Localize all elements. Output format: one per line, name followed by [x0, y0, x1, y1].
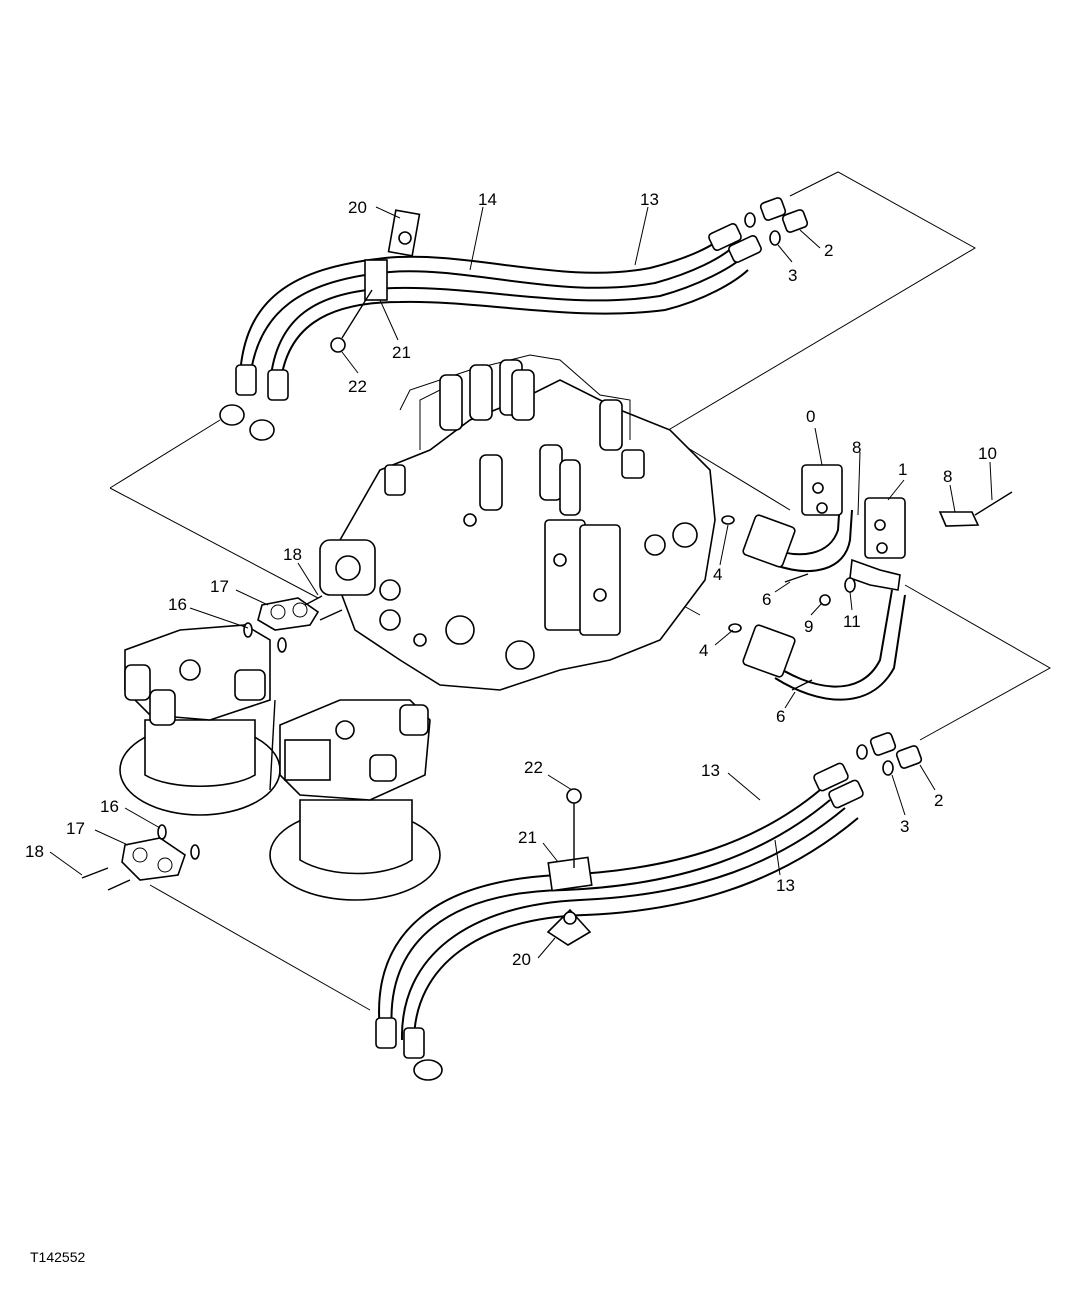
callout-9: 9 — [804, 617, 813, 636]
callout-20: 20 — [512, 950, 531, 969]
block-1 — [864, 497, 906, 559]
clamp-8 — [938, 511, 980, 527]
callout-1: 1 — [898, 460, 907, 479]
right-pipe-assembly — [721, 464, 1013, 701]
callout-6: 6 — [762, 590, 771, 609]
callout-11: 11 — [843, 612, 861, 631]
callout-4: 4 — [713, 565, 722, 584]
callout-18: 18 — [25, 842, 44, 861]
hose-elbow-end — [249, 419, 275, 441]
figure-id: T142552 — [30, 1249, 85, 1265]
callout-13: 13 — [701, 761, 720, 780]
callouts: 20 14 13 2 3 21 22 0 8 1 8 10 18 17 16 4… — [25, 190, 997, 969]
callout-22: 22 — [348, 377, 367, 396]
lower-hose-assembly — [375, 762, 864, 1081]
callout-3: 3 — [900, 817, 909, 836]
motor-left — [119, 624, 281, 816]
bolt — [330, 337, 346, 353]
callout-6: 6 — [776, 707, 785, 726]
callout-13: 13 — [776, 876, 795, 895]
callout-14: 14 — [478, 190, 497, 209]
callout-13: 13 — [640, 190, 659, 209]
pipe-clamp — [849, 558, 901, 591]
callout-2: 2 — [934, 791, 943, 810]
callout-22: 22 — [524, 758, 543, 777]
hose-ferrule — [267, 369, 289, 401]
hose-ferrule — [235, 364, 257, 396]
lower-fittings — [856, 732, 923, 776]
callout-18: 18 — [283, 545, 302, 564]
callout-17: 17 — [66, 819, 85, 838]
callout-21: 21 — [392, 343, 411, 362]
callout-16: 16 — [100, 797, 119, 816]
upper-fittings — [744, 197, 809, 246]
callout-17: 17 — [210, 577, 229, 596]
callout-0: 0 — [806, 407, 815, 426]
hose-fitting — [728, 235, 762, 263]
callout-8: 8 — [852, 438, 861, 457]
control-valve-block — [319, 354, 716, 691]
callout-3: 3 — [788, 266, 797, 285]
callout-2: 2 — [824, 241, 833, 260]
upper-hose-assembly — [219, 209, 762, 441]
callout-4: 4 — [699, 641, 708, 660]
callout-21: 21 — [518, 828, 537, 847]
motor-right — [269, 699, 441, 901]
callout-8: 8 — [943, 467, 952, 486]
hose-elbow-end — [219, 404, 245, 426]
leader-lines — [49, 206, 993, 959]
hose-fitting — [708, 223, 742, 251]
hose-clamp — [364, 259, 388, 301]
flange-parts — [81, 595, 343, 891]
callout-20: 20 — [348, 198, 367, 217]
callout-16: 16 — [168, 595, 187, 614]
callout-10: 10 — [978, 444, 997, 463]
